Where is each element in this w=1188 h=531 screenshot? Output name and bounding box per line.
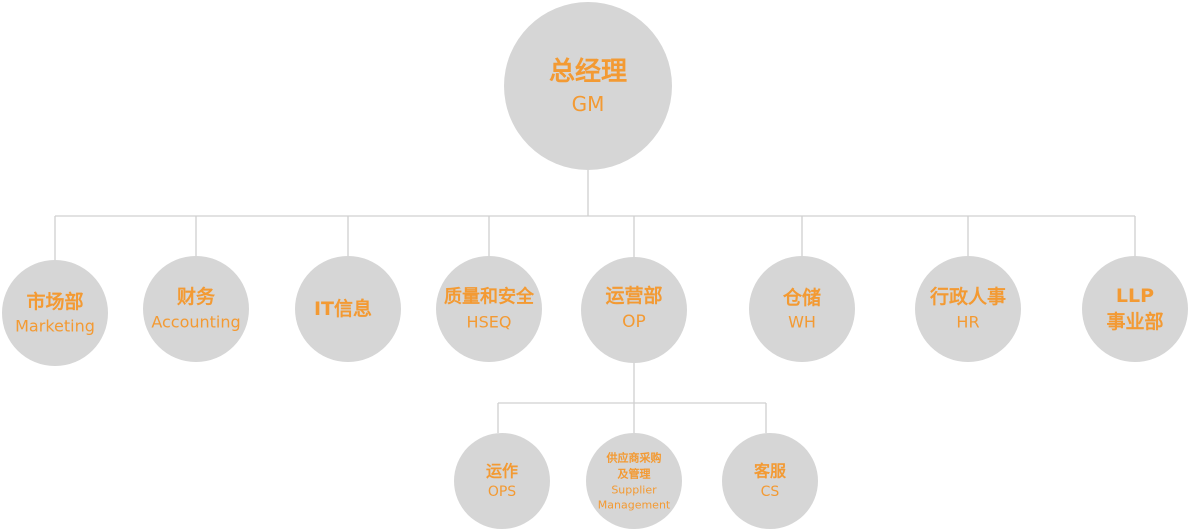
node-supplier: 供应商采购 及管理 Supplier Management [586,433,682,529]
node-label-zh: 客服 [754,462,787,481]
node-circle [143,256,249,362]
connectors [54,170,1136,433]
node-label-zh: 运营部 [605,284,662,307]
node-gm: 总经理 GM [504,2,672,170]
node-op: 运营部 OP [581,257,687,363]
node-label-en: OPS [488,484,516,500]
node-label-zh: 行政人事 [929,285,1006,308]
node-label-en: CS [761,484,780,500]
node-label-en: HR [956,313,979,332]
node-hseq: 质量和安全 HSEQ [436,256,542,362]
node-label-zh-line2: 及管理 [618,467,651,481]
node-label-en: OP [622,312,646,332]
node-circle [586,433,682,529]
node-circle [915,256,1021,362]
node-label-en: GM [572,92,605,116]
node-label-zh: 财务 [177,285,216,308]
node-circle [1082,256,1188,362]
node-label-zh: 总经理 [549,56,627,87]
node-label-en-line2: Management [598,499,671,512]
node-circle [581,257,687,363]
node-circle [454,433,550,529]
node-hr: 行政人事 HR [915,256,1021,362]
node-label-zh: 质量和安全 [444,286,535,308]
node-marketing: 市场部 Marketing [2,260,108,366]
node-circle [749,256,855,362]
node-wh: 仓储 WH [749,256,855,362]
node-label-zh-line2: 事业部 [1106,310,1163,333]
node-label-en: WH [788,313,816,332]
node-circle [436,256,542,362]
node-label-zh: 市场部 [26,290,83,313]
node-label-en: Accounting [151,313,240,332]
node-ops: 运作 OPS [454,433,550,529]
node-label-zh: IT信息 [314,297,372,320]
node-accounting: 财务 Accounting [143,256,249,362]
node-label-en: HSEQ [467,313,512,332]
node-label-en: Marketing [15,317,95,336]
node-it: IT信息 [295,256,401,362]
node-label-en: Supplier [611,484,657,497]
node-circle [722,433,818,529]
node-circle [504,2,672,170]
node-circle [2,260,108,366]
node-label-zh: LLP [1116,285,1154,307]
node-label-zh: 运作 [486,462,518,481]
node-label-zh: 供应商采购 [606,451,662,465]
node-llp: LLP 事业部 [1082,256,1188,362]
node-circle [295,256,401,362]
node-cs: 客服 CS [722,433,818,529]
node-label-zh: 仓储 [782,286,821,309]
